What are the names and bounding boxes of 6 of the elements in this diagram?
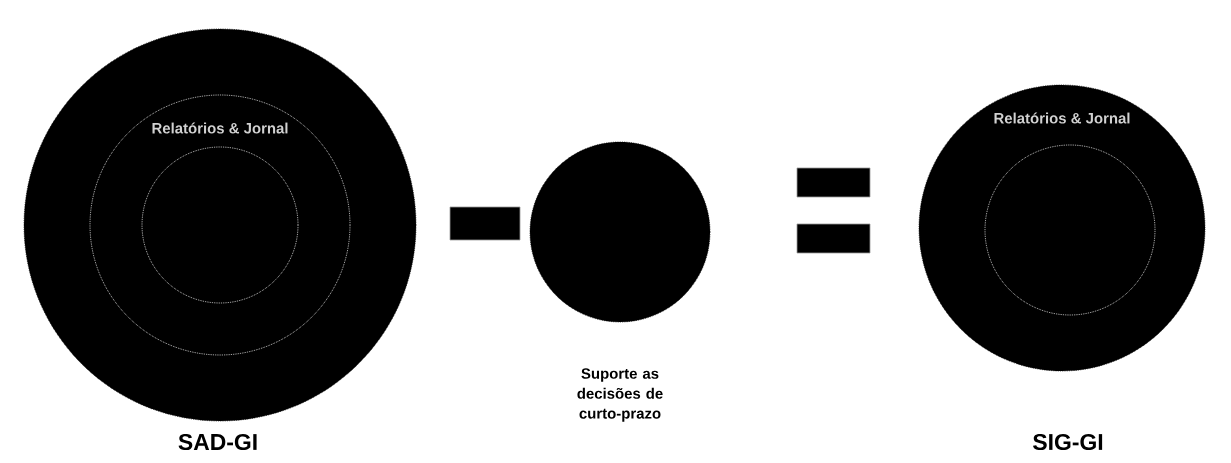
caption-label: SIG-GI bbox=[1033, 433, 1103, 451]
inner-circle bbox=[984, 144, 1156, 316]
caption-label: SAD-GI bbox=[178, 433, 257, 451]
inner-circle bbox=[141, 146, 299, 304]
disc bbox=[529, 141, 711, 323]
caption-label: Suporte as decisões de curto-prazo bbox=[577, 368, 663, 422]
